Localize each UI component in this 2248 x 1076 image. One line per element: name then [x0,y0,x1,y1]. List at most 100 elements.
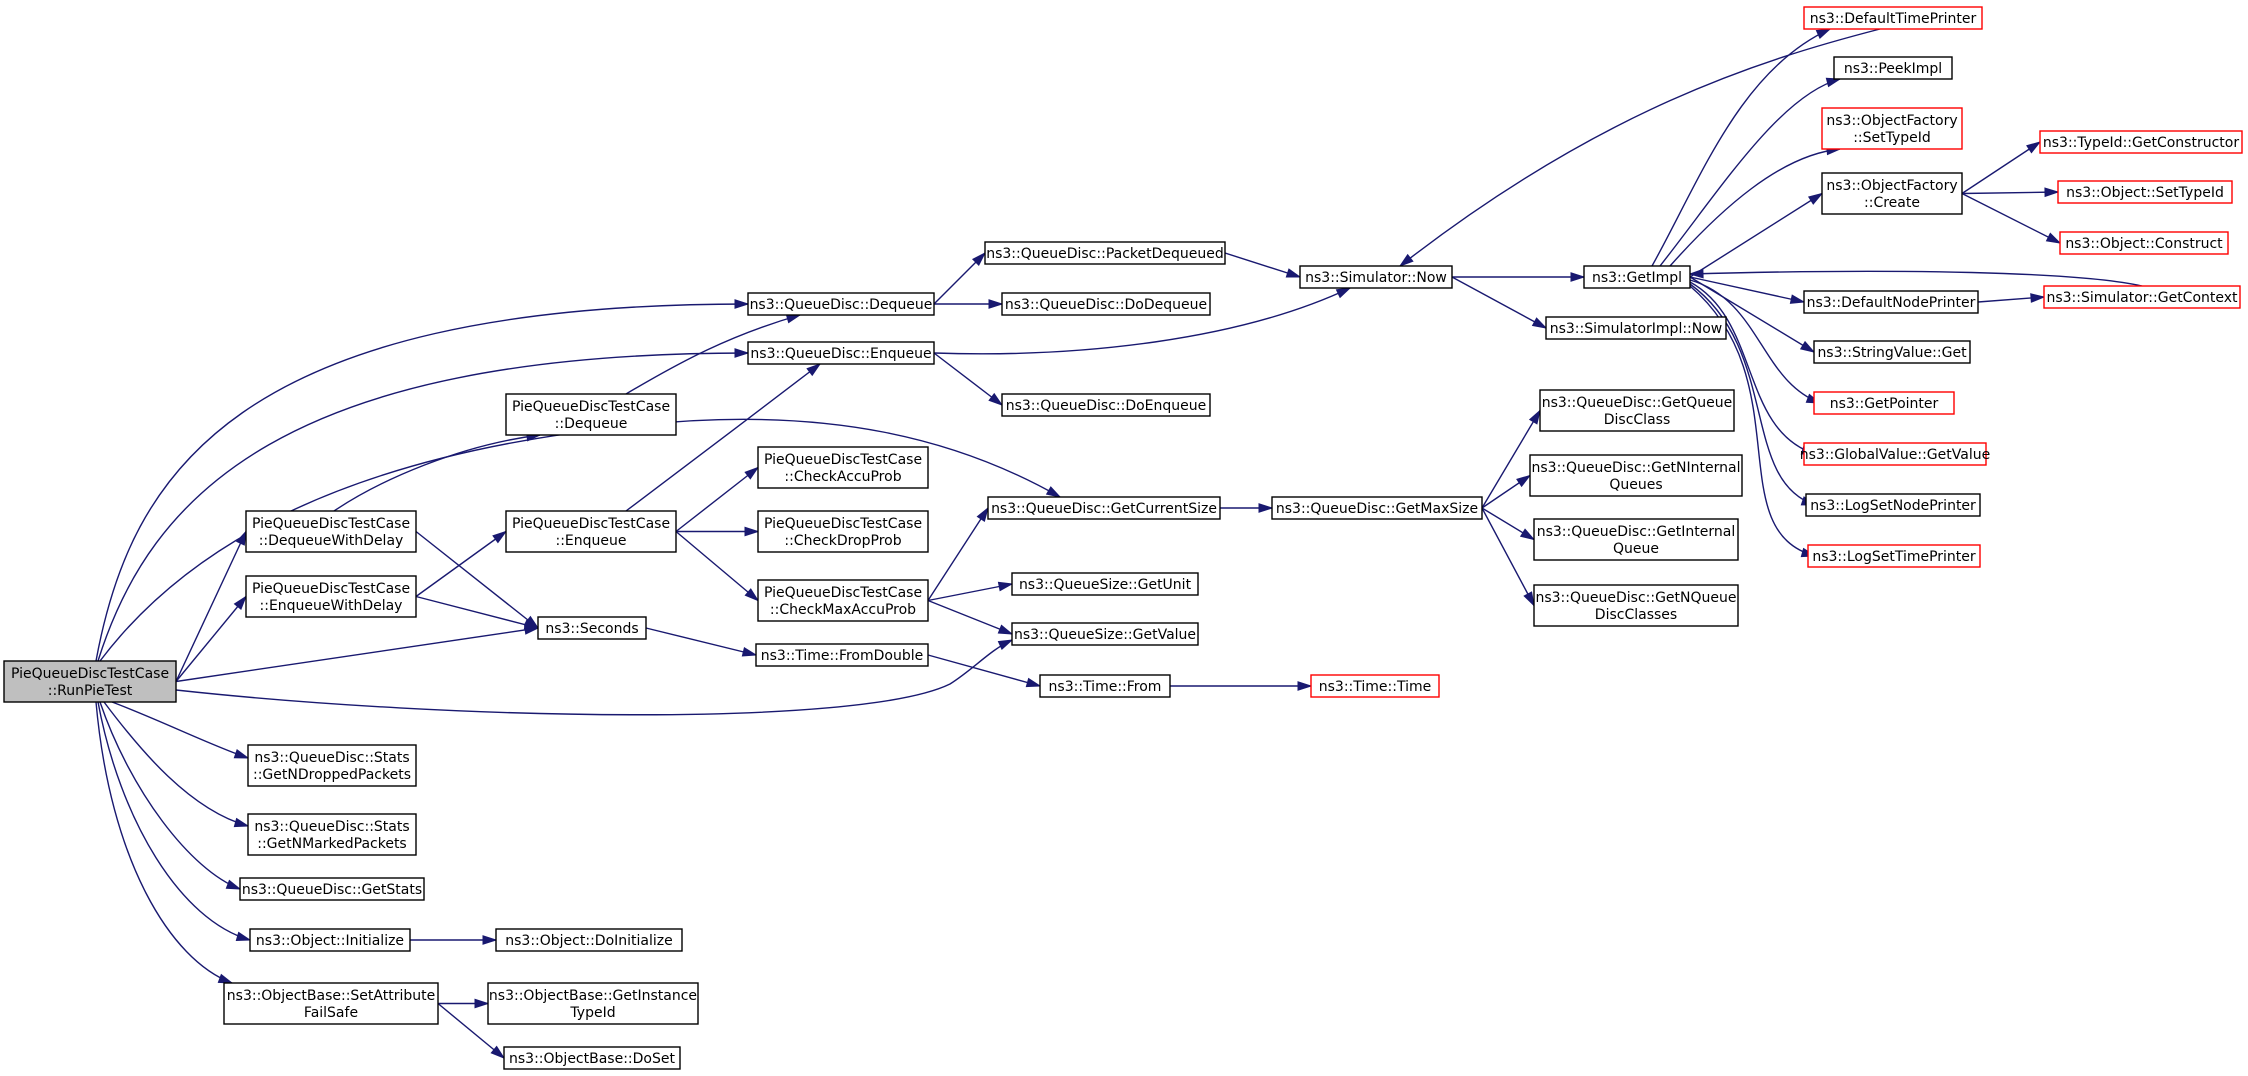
edge-line [1961,141,2041,195]
arrowhead-icon [1799,340,1816,353]
edge-line [1689,276,1815,353]
node-check-drop[interactable]: PieQueueDiscTestCase::CheckDropProb [757,510,929,553]
edge-line [175,627,539,683]
node-label: ::RunPieTest [48,683,133,699]
node-label: ::CheckAccuProb [784,469,901,485]
arrowhead-icon [482,935,498,945]
node-of-set-type-id[interactable]: ns3::ObjectFactory::SetTypeId [1821,107,1963,150]
node-label: ns3::QueueSize::GetUnit [1019,577,1192,593]
edge-pie_dequeue-to-qd_dequeue [625,314,802,395]
arrowhead-icon [744,466,760,480]
node-label: ::Dequeue [555,416,628,432]
node-label: ns3::QueueDisc::PacketDequeued [986,246,1224,262]
arrowhead-icon [997,639,1014,651]
arrowhead-icon [2026,141,2042,154]
edge-enqueue_with_delay-to-seconds [415,595,540,630]
node-global-value-get[interactable]: ns3::GlobalValue::GetValue [1800,442,1990,466]
node-box [247,813,417,856]
node-label: ns3::DefaultNodePrinter [1807,295,1976,311]
node-box [239,877,425,901]
node-stats-dropped[interactable]: ns3::QueueDisc::Stats::GetNDroppedPacket… [247,744,417,787]
node-object-do-initialize[interactable]: ns3::Object::DoInitialize [495,928,683,952]
node-object-construct[interactable]: ns3::Object::Construct [2059,231,2229,255]
node-seconds[interactable]: ns3::Seconds [537,616,647,640]
node-dequeue-with-delay[interactable]: PieQueueDiscTestCase::DequeueWithDelay [245,510,417,553]
node-label: ns3::QueueDisc::GetInternal [1537,524,1736,540]
node-box [1299,265,1453,289]
node-do-dequeue[interactable]: ns3::QueueDisc::DoDequeue [1001,292,1211,316]
node-time-time[interactable]: ns3::Time::Time [1310,674,1440,698]
node-sim-get-context[interactable]: ns3::Simulator::GetContext [2043,285,2241,309]
node-object-initialize[interactable]: ns3::Object::Initialize [249,928,411,952]
node-label: ::GetNMarkedPackets [257,836,406,852]
node-label: ns3::Time::Time [1319,679,1431,695]
node-log-set-time-printer[interactable]: ns3::LogSetTimePrinter [1807,544,1981,568]
node-label: ns3::ObjectBase::GetInstance [489,988,697,1004]
edge-set_attr_failsafe-to-do_set [437,1002,506,1060]
node-of-create[interactable]: ns3::ObjectFactory::Create [1821,172,1963,215]
node-qd-dequeue[interactable]: ns3::QueueDisc::Dequeue [747,292,935,316]
arrowhead-icon [741,647,758,657]
node-pie-dequeue[interactable]: PieQueueDiscTestCase::Dequeue [505,393,677,436]
node-check-accu[interactable]: PieQueueDiscTestCase::CheckAccuProb [757,446,929,489]
node-string-value-get[interactable]: ns3::StringValue::Get [1813,340,1971,364]
node-enqueue-with-delay[interactable]: PieQueueDiscTestCase::EnqueueWithDelay [245,575,417,618]
node-get-stats[interactable]: ns3::QueueDisc::GetStats [239,877,425,901]
node-default-time-printer[interactable]: ns3::DefaultTimePrinter [1803,6,1983,30]
arrowhead-icon [1297,681,1313,691]
edge-line [1689,283,1816,506]
node-default-node-printer[interactable]: ns3::DefaultNodePrinter [1803,290,1979,314]
node-label: ns3::GetPointer [1830,396,1939,412]
call-graph-edges [95,28,2143,1060]
arrowhead-icon [997,581,1014,592]
edge-line [415,595,539,629]
node-get-current-size[interactable]: ns3::QueueDisc::GetCurrentSize [987,496,1221,520]
node-time-from[interactable]: ns3::Time::From [1039,674,1171,698]
node-label: PieQueueDiscTestCase [512,516,670,532]
node-box [1529,454,1743,497]
node-sim-now[interactable]: ns3::Simulator::Now [1299,265,1453,289]
node-get-pointer[interactable]: ns3::GetPointer [1813,391,1955,415]
edge-time_from-to-time_time [1170,681,1313,691]
node-label: ns3::TypeId::GetConstructor [2043,135,2239,151]
node-box [747,292,935,316]
node-do-enqueue[interactable]: ns3::QueueDisc::DoEnqueue [1001,393,1211,417]
node-do-set[interactable]: ns3::ObjectBase::DoSet [503,1046,681,1070]
node-check-max[interactable]: PieQueueDiscTestCase::CheckMaxAccuProb [757,579,929,622]
node-from-double[interactable]: ns3::Time::FromDouble [755,643,929,667]
node-label: ns3::ObjectFactory [1826,113,1957,129]
node-label: PieQueueDiscTestCase [764,585,922,601]
node-label: ns3::Object::DoInitialize [505,933,672,949]
node-peek-impl[interactable]: ns3::PeekImpl [1833,56,1953,80]
node-box [755,643,929,667]
arrowhead-icon [1516,474,1532,488]
node-label: ns3::QueueDisc::Stats [254,819,409,835]
edge-get_impl-to-default_time_printer [1651,28,1832,267]
node-label: ns3::ObjectFactory [1826,178,1957,194]
node-typeid-get-constructor[interactable]: ns3::TypeId::GetConstructor [2039,130,2243,154]
node-get-max-size[interactable]: ns3::QueueDisc::GetMaxSize [1271,496,1483,520]
node-qs-get-value[interactable]: ns3::QueueSize::GetValue [1011,622,1199,646]
node-log-set-node-printer[interactable]: ns3::LogSetNodePrinter [1805,493,1981,517]
node-box [1813,391,1955,415]
edge-sim_now-to-get_impl [1452,272,1586,282]
node-qs-get-unit[interactable]: ns3::QueueSize::GetUnit [1011,572,1199,596]
node-object-set-type-id[interactable]: ns3::Object::SetTypeId [2057,180,2233,204]
edge-line [1961,191,2059,195]
node-pie-enqueue[interactable]: PieQueueDiscTestCase::Enqueue [505,510,677,553]
node-stats-marked[interactable]: ns3::QueueDisc::Stats::GetNMarkedPackets [247,813,417,856]
node-simimpl-now[interactable]: ns3::SimulatorImpl::Now [1545,316,1727,340]
edge-root-to-stats_dropped [111,701,250,759]
edge-check_max-to-qs_get_unit [927,581,1014,602]
edge-line [625,314,801,395]
node-qd-enqueue[interactable]: ns3::QueueDisc::Enqueue [747,341,935,365]
node-packet-dequeued[interactable]: ns3::QueueDisc::PacketDequeued [984,241,1226,265]
node-get-impl[interactable]: ns3::GetImpl [1583,265,1691,289]
node-label: ::DequeueWithDelay [259,533,404,549]
